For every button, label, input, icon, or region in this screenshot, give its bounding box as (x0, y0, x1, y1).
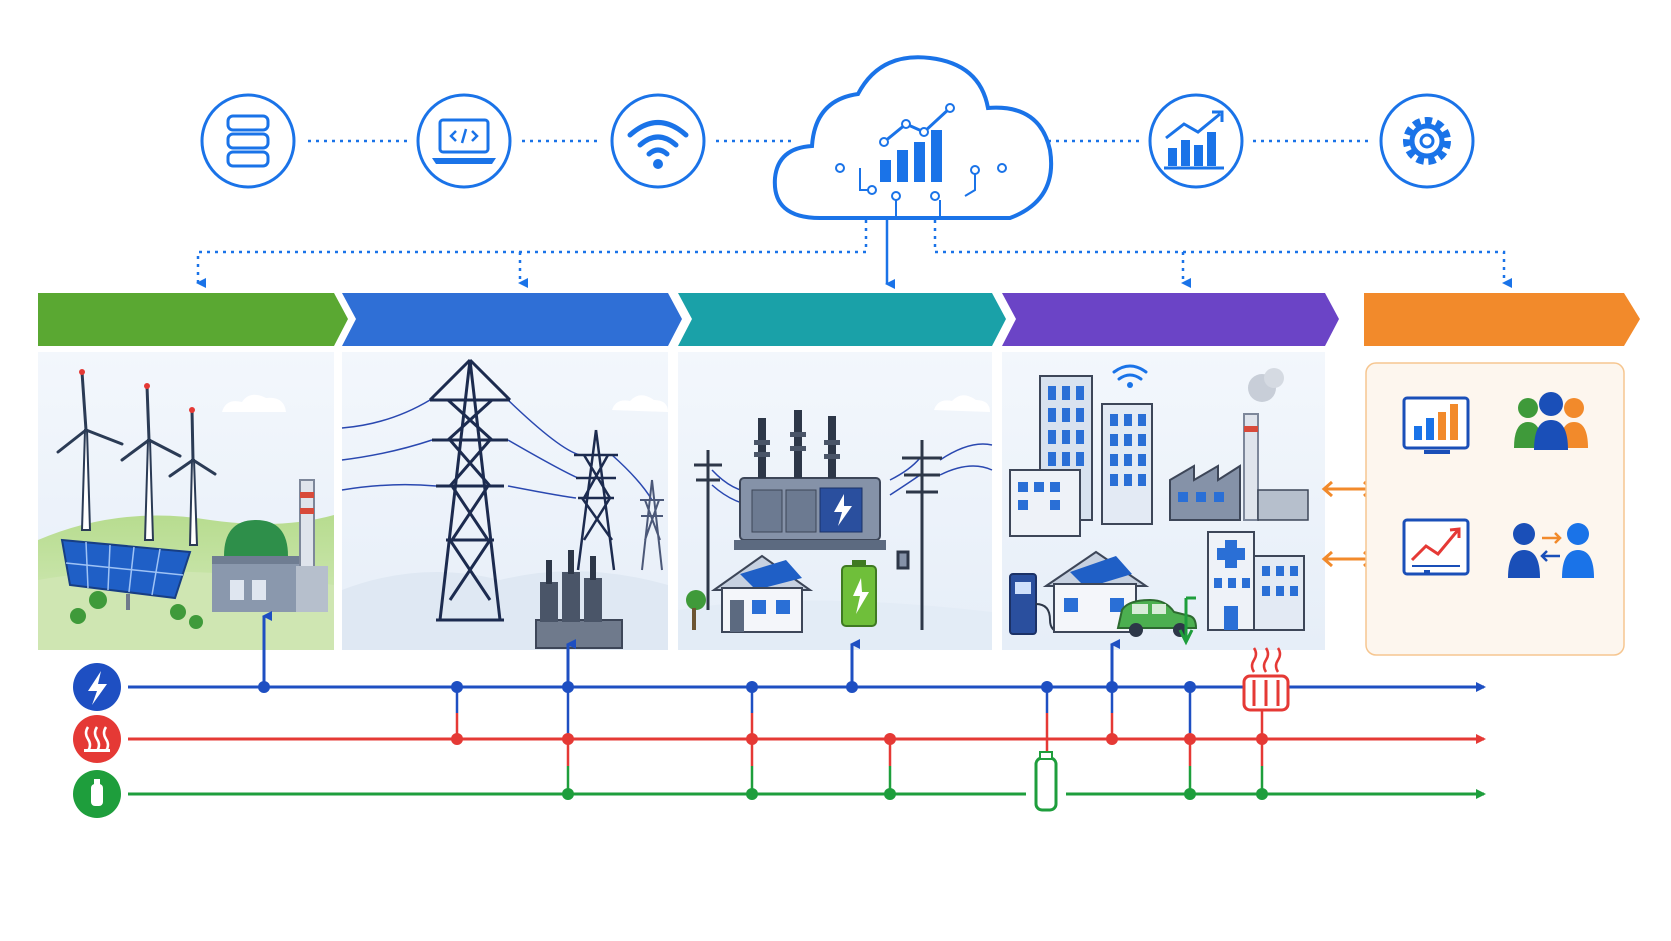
distribution-banner[interactable] (678, 293, 1006, 346)
consumption-banner[interactable] (1002, 293, 1339, 346)
consumption-services-link (1321, 480, 1375, 568)
bar-chart-growth-icon[interactable] (1148, 93, 1244, 189)
gas-cylinder-icon (73, 770, 121, 818)
transmission-tower-icon (341, 352, 668, 650)
cloud-analytics-icon[interactable] (772, 55, 1054, 220)
dashboard-chart-icon[interactable] (1402, 396, 1470, 454)
renewable-generation-icon (38, 352, 334, 650)
database-icon[interactable] (200, 93, 296, 189)
gas-storage-icon (1034, 751, 1058, 812)
generation-banner[interactable] (38, 293, 348, 346)
cloud-layer (196, 55, 1512, 289)
trend-chart-icon[interactable] (1402, 518, 1470, 576)
battery-storage-icon (841, 560, 877, 627)
services-panel-icon (1365, 362, 1625, 656)
services-banner[interactable] (1364, 293, 1640, 346)
smart-city-consumption-icon (1002, 352, 1325, 650)
gear-icon[interactable] (1379, 93, 1475, 189)
substation-distribution-icon (678, 352, 993, 650)
transmission-banner[interactable] (342, 293, 682, 346)
wifi-icon[interactable] (610, 93, 706, 189)
heat-waves-icon (73, 715, 121, 763)
lightning-icon (73, 663, 121, 711)
energy-lines (73, 611, 1486, 818)
code-laptop-icon[interactable] (416, 93, 512, 189)
stage-banners (38, 293, 1640, 346)
radiator-icon (1242, 647, 1290, 712)
peer-exchange-icon[interactable] (1508, 523, 1594, 578)
user-group-icon[interactable] (1514, 392, 1588, 450)
